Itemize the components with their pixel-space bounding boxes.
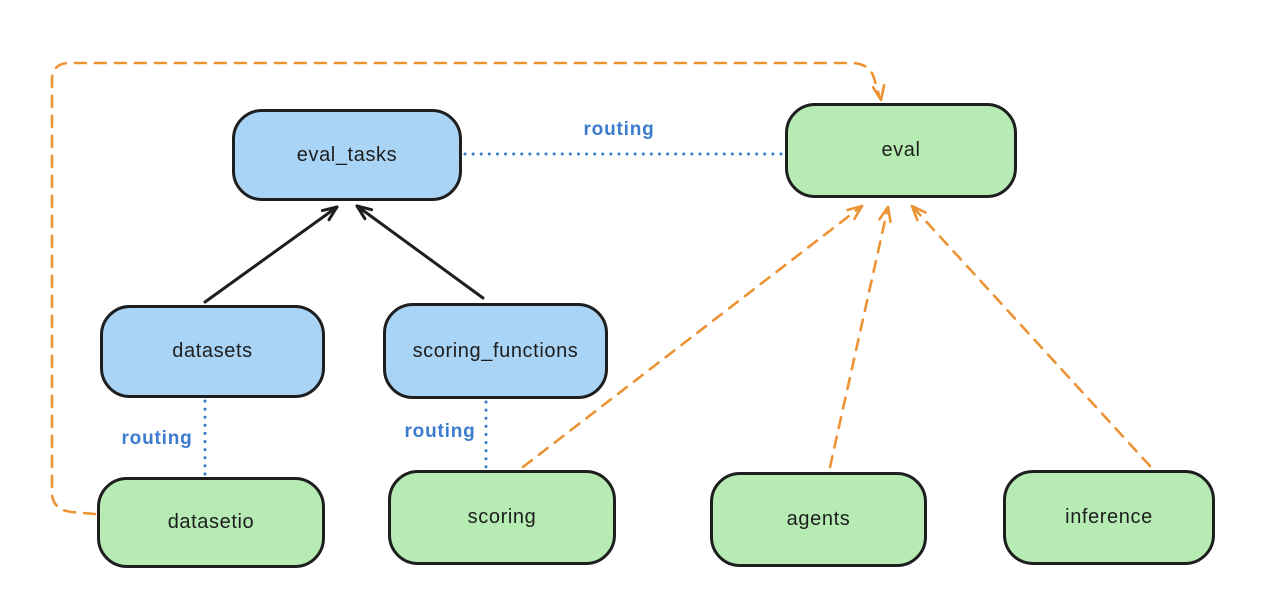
routing-label-eval-tasks-eval: routing xyxy=(583,119,655,140)
node-eval-tasks: eval_tasks xyxy=(232,109,462,201)
routing-label-datasets-datasetio: routing xyxy=(121,428,193,449)
arrow-agents-to-eval xyxy=(828,205,890,469)
node-datasets-label: datasets xyxy=(172,340,253,362)
node-datasetio: datasetio xyxy=(97,477,325,568)
routing-label-scoring-functions-scoring: routing xyxy=(404,421,476,442)
node-agents: agents xyxy=(710,472,927,567)
arrowhead-scoring-to-eval xyxy=(846,204,864,221)
arrow-datasets-to-eval-tasks xyxy=(203,205,339,304)
arrowhead-datasetio-loop xyxy=(871,84,886,102)
node-scoring: scoring xyxy=(388,470,616,565)
node-scoring-functions: scoring_functions xyxy=(383,303,608,399)
node-agents-label: agents xyxy=(786,508,851,530)
arrowhead-agents-to-eval xyxy=(878,205,892,224)
node-scoring-label: scoring xyxy=(467,506,537,528)
node-eval: eval xyxy=(785,103,1017,198)
node-scoring-functions-label: scoring_functions xyxy=(412,339,579,362)
arrowhead-inference-to-eval xyxy=(910,204,927,222)
node-datasets: datasets xyxy=(100,305,325,398)
arrowhead-datasets-to-eval-tasks xyxy=(320,205,339,222)
arrow-scoring-functions-to-eval-tasks xyxy=(355,204,485,300)
node-eval-tasks-label: eval_tasks xyxy=(296,143,398,166)
node-datasetio-label: datasetio xyxy=(167,511,255,533)
node-eval-label: eval xyxy=(881,139,921,161)
node-inference: inference xyxy=(1003,470,1215,565)
node-inference-label: inference xyxy=(1065,506,1153,528)
arrow-inference-to-eval xyxy=(910,204,1152,468)
arrowhead-scoring-functions-to-eval-tasks xyxy=(355,204,374,221)
